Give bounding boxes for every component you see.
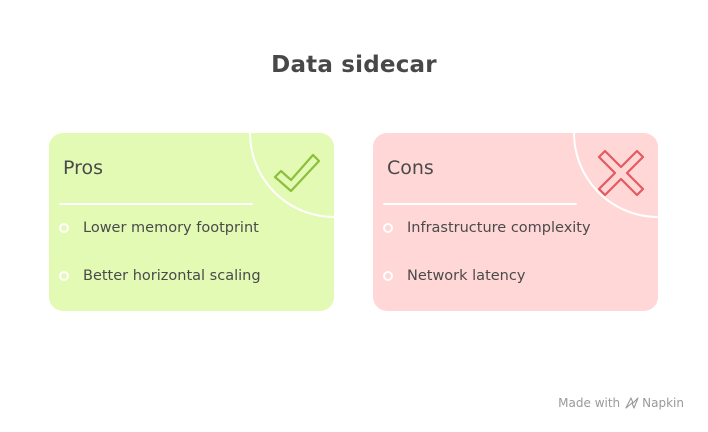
page-title: Data sidecar (271, 52, 437, 78)
item-label: Infrastructure complexity (407, 220, 591, 236)
divider (383, 203, 577, 205)
napkin-logo-icon (625, 397, 639, 409)
pros-heading: Pros (63, 157, 104, 179)
list-item: Network latency (383, 266, 525, 286)
cons-card: Cons Infrastructure complexity Network l… (373, 133, 658, 311)
divider (59, 203, 253, 205)
made-with-napkin[interactable]: Made with Napkin (558, 396, 684, 410)
bullet-icon (59, 271, 69, 281)
cross-icon (597, 149, 645, 197)
pros-card: Pros Lower memory footprint Better horiz… (49, 133, 334, 311)
bullet-icon (383, 271, 393, 281)
item-label: Lower memory footprint (83, 220, 259, 236)
cons-heading: Cons (387, 157, 434, 179)
list-item: Better horizontal scaling (59, 266, 261, 286)
bullet-icon (59, 223, 69, 233)
item-label: Better horizontal scaling (83, 268, 261, 284)
napkin-brand: Napkin (642, 396, 684, 410)
bullet-icon (383, 223, 393, 233)
made-with-label: Made with (558, 396, 621, 410)
list-item: Lower memory footprint (59, 218, 259, 238)
item-label: Network latency (407, 268, 526, 284)
checkmark-icon (273, 153, 321, 193)
list-item: Infrastructure complexity (383, 218, 591, 238)
